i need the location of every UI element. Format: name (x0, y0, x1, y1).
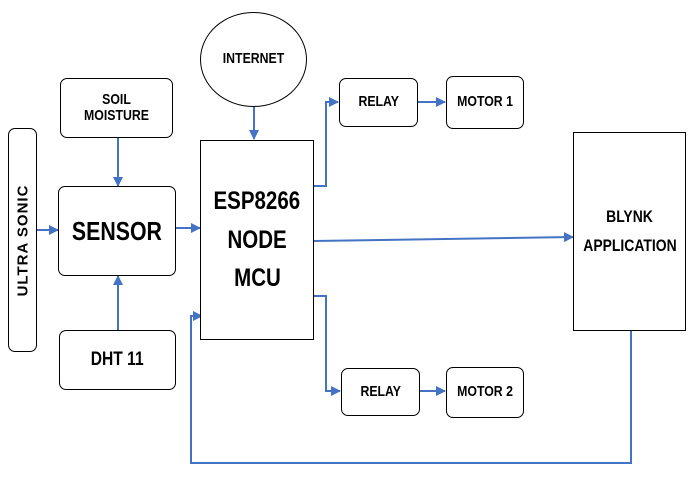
dht11-label: DHT 11 (91, 348, 144, 370)
blynk-label-line1: BLYNK (606, 206, 653, 226)
relay-top-block: RELAY (339, 78, 418, 127)
arrow-blynk-feedback-to-mcu (190, 311, 632, 464)
blynk-application-block: BLYNK APPLICATION (573, 132, 686, 331)
arrow-mcu-to-relay-top (314, 97, 339, 187)
dht11-block: DHT 11 (59, 330, 176, 390)
mcu-label-line3: MCU (233, 264, 281, 293)
relay-bottom-label: RELAY (360, 382, 401, 400)
motor1-block: MOTOR 1 (446, 76, 524, 129)
ultrasonic-block: ULTRA SONIC (8, 128, 37, 352)
soil-moisture-block: SOIL MOISTURE (60, 78, 173, 138)
relay-bottom-block: RELAY (341, 368, 420, 416)
sensor-block: SENSOR (58, 186, 176, 276)
mcu-label-line2: NODE (227, 225, 287, 254)
motor2-label: MOTOR 2 (457, 383, 513, 401)
soil-moisture-label: SOIL MOISTURE (84, 90, 149, 124)
motor2-block: MOTOR 2 (446, 367, 524, 418)
blynk-label-line2: APPLICATION (582, 235, 677, 255)
internet-label: INTERNET (222, 50, 285, 68)
mcu-label-line1: ESP8266 (213, 186, 301, 215)
mcu-block: ESP8266 NODE MCU (200, 140, 314, 340)
ultrasonic-label: ULTRA SONIC (14, 184, 32, 296)
relay-top-label: RELAY (358, 93, 399, 111)
arrow-mcu-to-relay-bottom (314, 295, 341, 396)
sensor-label: SENSOR (71, 215, 163, 246)
motor1-label: MOTOR 1 (457, 93, 513, 111)
internet-block: INTERNET (200, 12, 307, 107)
arrow-mcu-to-blynk (313, 232, 574, 243)
